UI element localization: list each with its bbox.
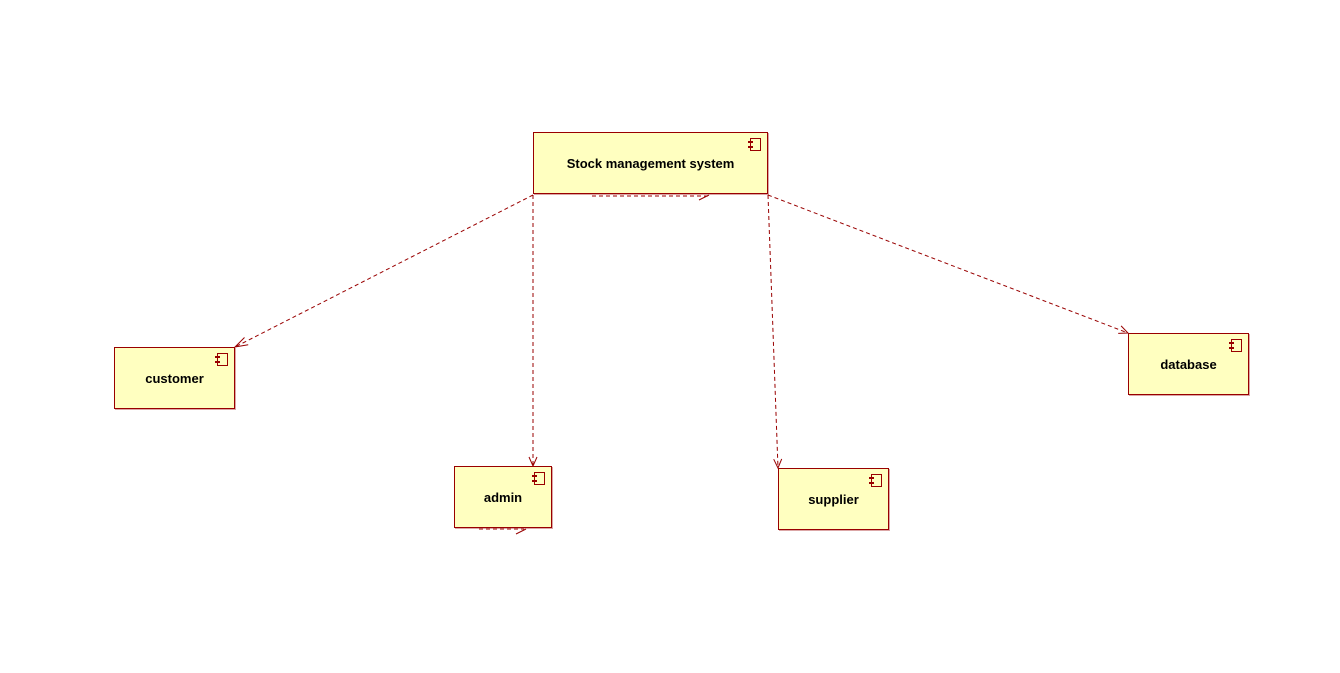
component-label: database [1160, 356, 1217, 372]
component-icon [215, 353, 228, 366]
component-database[interactable]: database [1128, 333, 1249, 395]
component-supplier[interactable]: supplier [778, 468, 889, 530]
component-label: customer [145, 370, 204, 386]
component-icon [1229, 339, 1242, 352]
component-label: Stock management system [566, 155, 735, 171]
dependency-system-database[interactable] [767, 194, 1129, 334]
component-label: admin [483, 489, 523, 505]
component-icon [869, 474, 882, 487]
arrowhead-database [1118, 325, 1130, 334]
component-label: supplier [808, 491, 859, 507]
component-customer[interactable]: customer [114, 347, 235, 409]
component-stock-management-system[interactable]: Stock management system [533, 132, 768, 194]
component-icon [748, 138, 761, 151]
component-icon [532, 472, 545, 485]
component-admin[interactable]: admin [454, 466, 552, 528]
arrowhead-customer [233, 337, 249, 348]
admin-bottom-tick [515, 528, 527, 535]
dependency-system-customer[interactable] [234, 194, 534, 348]
system-bottom-tick [698, 194, 710, 201]
dependency-system-supplier[interactable] [767, 194, 779, 469]
